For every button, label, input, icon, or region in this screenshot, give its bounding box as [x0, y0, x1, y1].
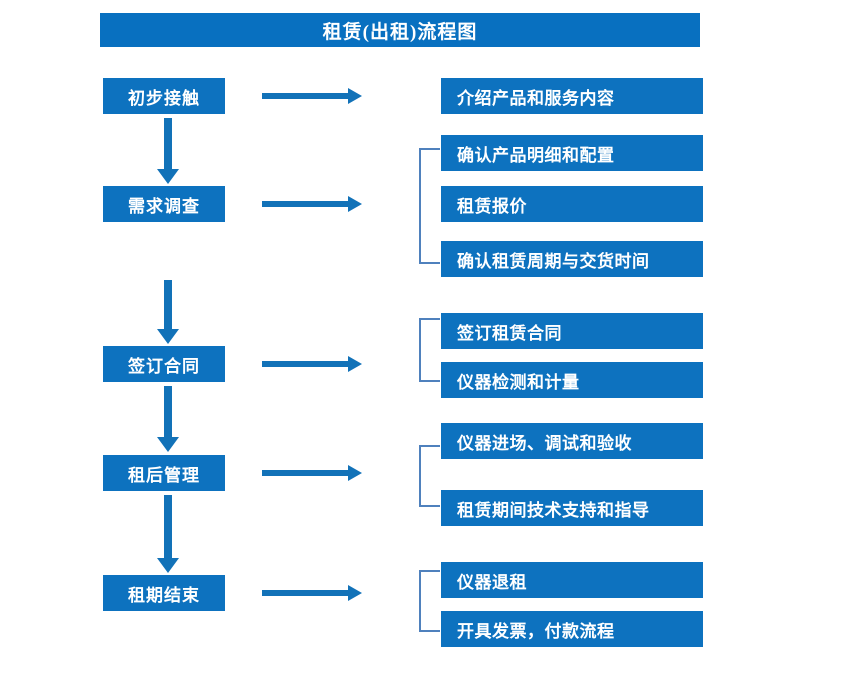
group-bracket-5: [419, 570, 440, 632]
right-arrow-head: [348, 585, 362, 601]
detail-box-3[interactable]: 租赁报价: [441, 186, 703, 222]
detail-box-2[interactable]: 确认产品明细和配置: [441, 135, 703, 171]
right-arrow-head: [348, 88, 362, 104]
detail-box-6[interactable]: 仪器检测和计量: [441, 362, 703, 398]
detail-box-5[interactable]: 签订租赁合同: [441, 313, 703, 349]
group-bracket-2: [419, 148, 440, 264]
down-arrow-1: [157, 118, 179, 184]
down-arrow-shaft: [164, 118, 172, 169]
right-arrow-shaft: [262, 470, 350, 476]
detail-box-7[interactable]: 仪器进场、调试和验收: [441, 423, 703, 459]
right-arrow-head: [348, 465, 362, 481]
detail-box-8[interactable]: 租赁期间技术支持和指导: [441, 490, 703, 526]
stage-box-2[interactable]: 需求调查: [103, 186, 225, 222]
right-arrow-1: [262, 87, 362, 105]
detail-box-10[interactable]: 开具发票，付款流程: [441, 611, 703, 647]
down-arrow-shaft: [164, 495, 172, 558]
stage-box-5[interactable]: 租期结束: [103, 575, 225, 611]
down-arrow-head: [157, 169, 179, 184]
stage-box-4[interactable]: 租后管理: [103, 455, 225, 491]
down-arrow-4: [157, 495, 179, 573]
right-arrow-4: [262, 464, 362, 482]
page-title: 租赁(出租)流程图: [100, 13, 700, 47]
down-arrow-shaft: [164, 386, 172, 437]
stage-box-1[interactable]: 初步接触: [103, 78, 225, 114]
group-bracket-3: [419, 318, 440, 382]
detail-box-9[interactable]: 仪器退租: [441, 562, 703, 598]
right-arrow-shaft: [262, 590, 350, 596]
detail-box-1[interactable]: 介绍产品和服务内容: [441, 78, 703, 114]
group-bracket-4: [419, 445, 440, 507]
right-arrow-3: [262, 355, 362, 373]
right-arrow-shaft: [262, 93, 350, 99]
right-arrow-5: [262, 584, 362, 602]
detail-box-4[interactable]: 确认租赁周期与交货时间: [441, 241, 703, 277]
right-arrow-2: [262, 195, 362, 213]
right-arrow-head: [348, 356, 362, 372]
down-arrow-head: [157, 437, 179, 452]
down-arrow-2: [157, 280, 179, 344]
right-arrow-shaft: [262, 201, 350, 207]
down-arrow-3: [157, 386, 179, 452]
stage-box-3[interactable]: 签订合同: [103, 346, 225, 382]
right-arrow-head: [348, 196, 362, 212]
down-arrow-head: [157, 329, 179, 344]
down-arrow-head: [157, 558, 179, 573]
right-arrow-shaft: [262, 361, 350, 367]
down-arrow-shaft: [164, 280, 172, 329]
